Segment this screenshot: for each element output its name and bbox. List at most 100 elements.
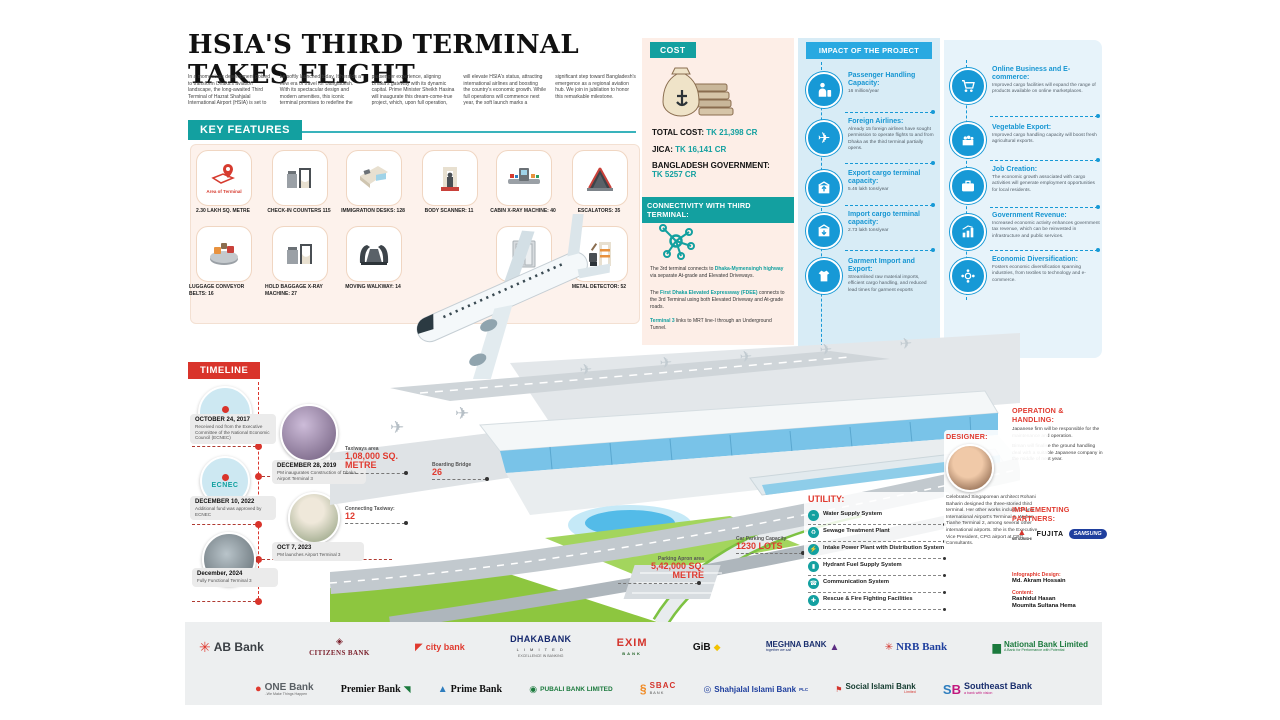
prime-mark-icon: ▲	[437, 683, 448, 695]
premier-mark-icon: ◥	[403, 683, 411, 694]
ab-bank-logo: ✳AB Bank	[199, 638, 264, 655]
benefit-separator	[990, 160, 1098, 161]
separator-dot	[1096, 248, 1100, 252]
divider	[188, 131, 636, 133]
feature-label: ESCALATORS: 35	[577, 208, 621, 214]
benefit-item: Economic Diversification: Fosters econom…	[992, 256, 1086, 283]
windows	[442, 262, 565, 319]
premier-bank-logo: Premier Bank◥	[340, 683, 411, 695]
designer-header: DESIGNER:	[946, 432, 988, 441]
separator-dot	[1096, 158, 1100, 162]
feature-card-holdbaggage	[272, 226, 328, 282]
meghna-mark-icon: ▲	[829, 641, 840, 653]
one-bank-mark-icon: ●	[255, 682, 262, 695]
power-icon: ⚡	[808, 544, 819, 555]
cost-header: COST	[650, 42, 696, 58]
svg-text:✈: ✈	[739, 348, 753, 366]
citizens-bank-logo: ◈CITIZENS BANK	[309, 635, 370, 657]
export-cargo-icon	[806, 170, 842, 206]
utility-item: ≈Water Supply System	[808, 508, 946, 526]
nrb-bank-logo: ✳NRB Bank	[884, 641, 948, 653]
intro-text: In a momentous development poised to tra…	[188, 74, 638, 124]
revenue-chart-icon	[950, 214, 986, 250]
sibl-mark-icon: ⚑	[835, 684, 843, 694]
benefit-separator	[990, 207, 1098, 208]
ab-bank-mark-icon: ✳	[199, 638, 211, 655]
parked-planes: ✈ ✈ ✈ ✈ ✈ ✈ ✈	[390, 335, 913, 437]
impact-separator	[845, 163, 933, 164]
airplane-icon: ✈	[806, 120, 842, 156]
diversification-icon	[950, 258, 986, 294]
connectivity-p3: Terminal 3 links to MRT line-I through a…	[650, 318, 772, 331]
immigration-desk-icon	[358, 164, 390, 192]
water-icon: ≈	[808, 510, 819, 521]
svg-text:✈: ✈	[390, 418, 404, 437]
impact-separator	[845, 205, 933, 206]
impact-header: IMPACT OF THE PROJECT	[806, 42, 932, 59]
engine-2	[469, 353, 487, 366]
timeline-dot	[255, 556, 262, 563]
nrb-mark-icon: ✳	[884, 641, 894, 653]
timeline-arrow	[192, 524, 256, 525]
impact-item: Garment Import and Export: Streamlined r…	[848, 258, 927, 293]
utility-item: ♻Sewage Treatment Plant	[808, 525, 946, 543]
intro-col-4: status, attracting international airline…	[463, 74, 605, 106]
bank-row-2: ●ONE Bank..We Make Things Happen Premier…	[185, 666, 1102, 708]
utility-panel: UTILITY: ≈Water Supply System ♻Sewage Tr…	[804, 492, 950, 612]
gib-mark-icon: ◆	[713, 641, 721, 652]
metal-detector-icon	[585, 239, 615, 269]
svg-text:✈: ✈	[455, 404, 469, 423]
feature-card-luggagebelt	[196, 226, 252, 282]
feature-label: HOLD BAGGAGE X-RAY MACHINE: 27	[265, 284, 323, 297]
feature-label: METAL DETECTOR: 52	[571, 284, 627, 290]
money-bag-icon	[655, 62, 735, 124]
designer-photo	[946, 444, 994, 492]
leader-line	[432, 477, 489, 482]
communication-icon: ☎	[808, 578, 819, 589]
flying-airplane	[382, 214, 624, 379]
connecting-taxiway-label: Connecting Taxiway: 12	[345, 506, 417, 526]
feature-card-cabinxray	[496, 150, 552, 206]
southeast-mark-icon: SB	[942, 681, 961, 697]
samsung-logo: SAMSUNG	[1068, 529, 1107, 539]
utility-item: ⚡Intake Power Plant with Distribution Sy…	[808, 542, 946, 560]
feature-label: MOVING WALKWAY: 14	[345, 284, 401, 290]
hold-baggage-xray-icon	[285, 240, 315, 268]
event-photo-2019	[280, 404, 338, 462]
benefit-item: Job Creation: The economic growth associ…	[992, 166, 1095, 193]
fujita-logo: FUJITA	[1036, 530, 1064, 538]
recycle-icon: ♻	[808, 527, 819, 538]
mitsubishi-mark-icon: ▲	[1017, 527, 1027, 537]
benefit-item: Online Business and E-commerce: Improved…	[992, 66, 1096, 95]
connectivity-header: CONNECTIVITY WITH THIRD TERMINAL:	[642, 197, 794, 223]
cost-govt: BANGLADESH GOVERNMENT:TK 5257 CR	[652, 161, 770, 179]
banknote-stack	[692, 83, 734, 116]
gib-bank-logo: GiB◆	[692, 641, 721, 653]
sponsor-footer: ✳AB Bank ◈CITIZENS BANK ◤city bank DHAKA…	[185, 622, 1102, 705]
separator-dot	[931, 203, 935, 207]
body-scanner-icon	[437, 163, 463, 193]
utility-item: ☎Communication System	[808, 576, 946, 594]
benefit-separator	[990, 250, 1098, 251]
credit-content-name: Rashidul Hasan	[1012, 595, 1056, 602]
taxiways-label: Taxiways area 1,08,000 SQ. METRE	[345, 446, 417, 475]
operation-header: OPERATION & HANDLING:	[1012, 406, 1064, 424]
feature-card-immigration	[346, 150, 402, 206]
separator-dot	[931, 161, 935, 165]
check-in-counter-icon	[285, 164, 315, 192]
timeline-arrow	[192, 601, 256, 602]
city-bank-mark-icon: ◤	[415, 641, 423, 653]
intro-col-1: In a momentous development poised to tra…	[188, 74, 286, 106]
ecommerce-icon	[950, 68, 986, 104]
citizens-mark-icon: ◈	[335, 635, 343, 646]
intro-col-3: experience, aligning Dhaka's gateway wit…	[371, 74, 505, 106]
utility-item: ✚Rescue & Fire Fighting Facilities	[808, 593, 946, 611]
briefcase-icon	[950, 168, 986, 204]
svg-text:✈: ✈	[819, 341, 833, 359]
timeline-dot	[255, 521, 262, 528]
